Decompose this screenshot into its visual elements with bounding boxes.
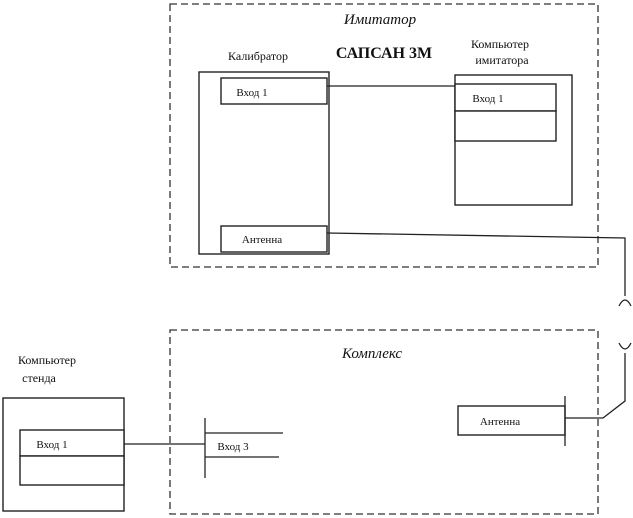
- imitator-title: Имитатор: [343, 12, 417, 28]
- stand-computer-input-label: Вход 1: [36, 439, 67, 451]
- imitator-computer-input-label: Вход 1: [472, 93, 503, 105]
- imitator-computer-block: Вход 1: [454, 74, 573, 206]
- rf-link-upper: [326, 232, 626, 296]
- calibrator-input-port: [220, 77, 328, 105]
- imitator-computer-label-line1: Компьютер: [471, 37, 529, 51]
- rf-link-lower: [565, 353, 626, 419]
- stand-computer-label-line1: Компьютер: [18, 353, 76, 367]
- calibrator-block: Вход 1 Антенна: [198, 71, 330, 255]
- calibrator-antenna-port: [220, 225, 328, 253]
- complex-antenna-label: Антенна: [480, 416, 520, 428]
- complex-input-label: Вход 3: [217, 441, 249, 453]
- calibrator-input-label: Вход 1: [236, 87, 267, 99]
- device-name: САПСАН 3М: [336, 45, 432, 62]
- calibrator-label: Калибратор: [228, 49, 288, 63]
- complex-antenna-block: Антенна: [457, 396, 566, 446]
- imitator-region: [169, 3, 599, 268]
- rf-connector-upper: [618, 299, 632, 307]
- stand-computer-slot: [19, 455, 125, 486]
- stand-computer-input-port: [19, 429, 125, 457]
- complex-title: Комплекс: [341, 346, 402, 362]
- stand-computer-block: Вход 1: [2, 397, 125, 512]
- complex-antenna-port: [457, 405, 566, 436]
- complex-input-block: Вход 3: [204, 418, 283, 478]
- imitator-computer-slot: [454, 110, 557, 142]
- calibrator-antenna-label: Антенна: [242, 234, 282, 246]
- imitator-computer-input-port: [454, 83, 557, 112]
- stand-computer-label-line2: стенда: [22, 371, 56, 385]
- imitator-computer-label-line2: имитатора: [475, 53, 529, 67]
- complex-region: [169, 329, 599, 515]
- rf-connector-lower: [618, 342, 632, 350]
